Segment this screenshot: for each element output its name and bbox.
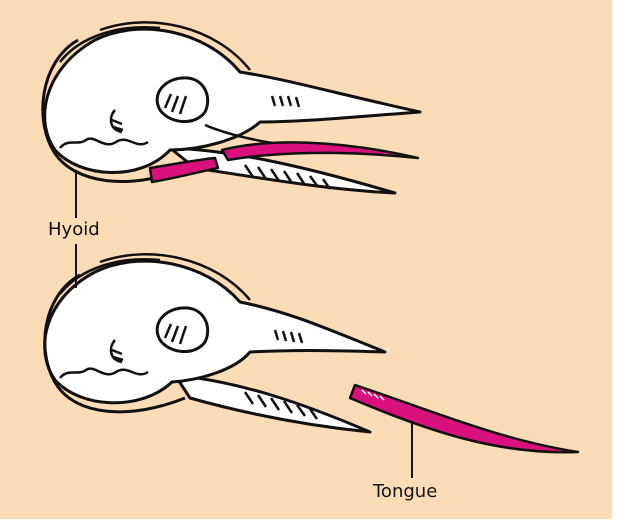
- tongue-extended: [350, 385, 578, 452]
- tongue-hyoid-link: [150, 158, 218, 182]
- tongue-label: Tongue: [373, 483, 437, 501]
- tongue-retracted: [222, 142, 418, 160]
- skull-extended: [45, 254, 578, 452]
- hyoid-label: Hyoid: [48, 221, 100, 239]
- skull-retracted: [43, 22, 420, 193]
- eye-socket: [157, 78, 208, 122]
- lower-mandible: [175, 375, 370, 432]
- eye-socket: [157, 308, 208, 352]
